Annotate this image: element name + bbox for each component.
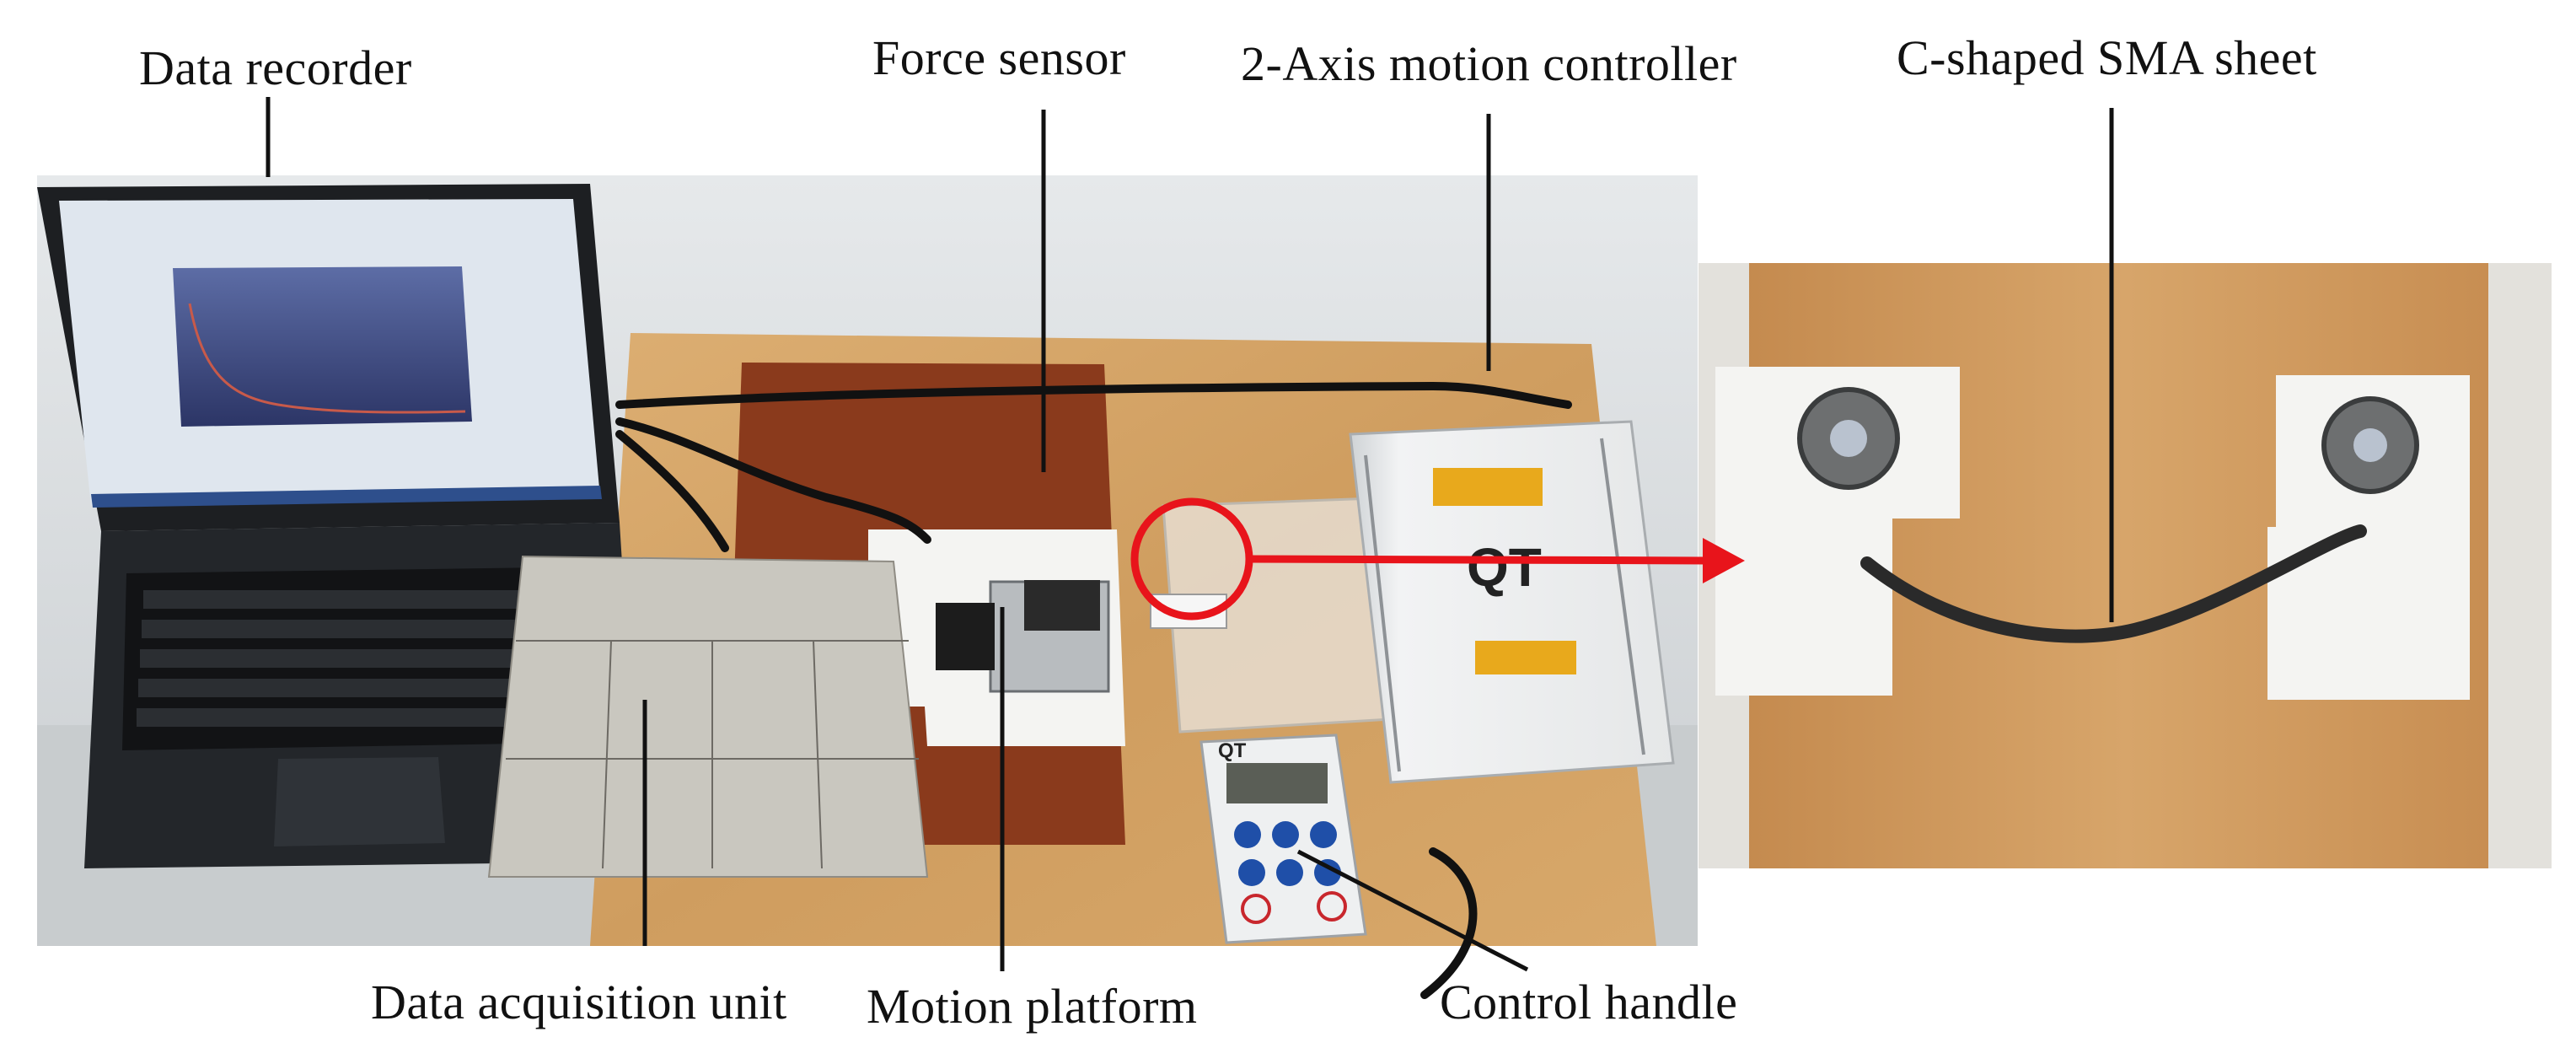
highlight-arrow-shaft: [1248, 555, 1712, 565]
keyboard-keys: [137, 590, 609, 727]
controller-vents: [1364, 438, 1645, 772]
controller-warning-top: [1433, 468, 1543, 506]
daq-panel-grid: [506, 640, 919, 869]
holder-left-lower: [1715, 519, 1892, 696]
label-motion-platform: Motion platform: [867, 979, 1198, 1034]
leader-control-handle: [1296, 849, 1529, 972]
handle-red-buttons: [1241, 891, 1347, 924]
handle-brand-text: QT: [1218, 739, 1247, 762]
laptop-touchpad: [274, 757, 445, 846]
handle-buttons: [1234, 821, 1341, 886]
bearing-right-hole: [2353, 428, 2387, 462]
label-control-handle: Control handle: [1440, 975, 1738, 1029]
zoom-wall-right: [2488, 263, 2552, 868]
laptop-screen-plot: [173, 266, 472, 427]
sma-sheet: [1860, 524, 2367, 643]
controller-warning-bottom: [1475, 641, 1576, 674]
label-data-recorder: Data recorder: [139, 40, 412, 95]
plot-trace: [188, 303, 466, 414]
controller-box: [1349, 420, 1675, 784]
daq-unit: [487, 555, 929, 878]
bearing-left-hole: [1830, 420, 1867, 457]
label-motion-controller: 2-Axis motion controller: [1241, 36, 1737, 91]
leader-lines: [266, 97, 2114, 972]
label-sma-sheet: C-shaped SMA sheet: [1897, 30, 2317, 85]
controller-brand-text: QT: [1467, 537, 1542, 598]
handle-lcd: [1226, 763, 1328, 803]
stepper-motor: [936, 603, 995, 670]
cables: [615, 381, 1572, 999]
highlight-arrow-head: [1703, 538, 1745, 583]
label-data-acquisition-unit: Data acquisition unit: [371, 975, 787, 1029]
sensor-block: [1024, 580, 1100, 631]
label-force-sensor: Force sensor: [872, 30, 1126, 85]
laptop-taskbar: [91, 486, 602, 508]
